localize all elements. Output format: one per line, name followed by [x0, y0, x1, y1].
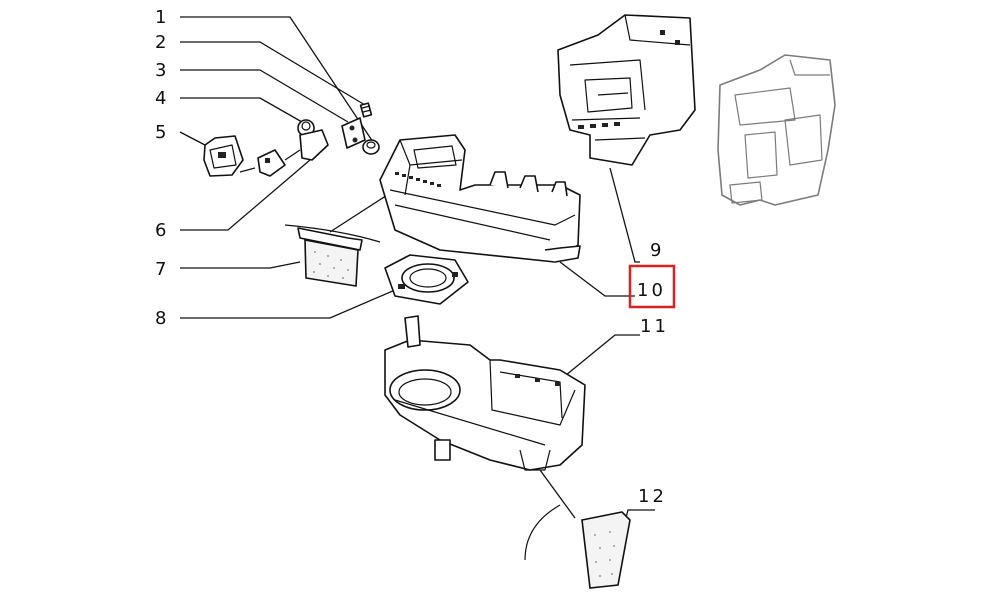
assembled-unit-illustration: [717, 54, 836, 206]
leader-line-to-filter-12: [539, 469, 576, 519]
leader-line-7: [180, 261, 301, 269]
part-11-lower-housing: [384, 315, 586, 471]
leader-line-1: [180, 16, 376, 146]
part-5-mounting-plate: [203, 135, 244, 177]
part-10-upper-housing: [379, 134, 581, 263]
part-8-fan-ring: [384, 254, 469, 305]
label-part-10: 10: [637, 280, 666, 301]
label-part-9: 9: [650, 240, 664, 261]
label-part-7: 7: [155, 259, 169, 280]
label-part-8: 8: [155, 308, 169, 329]
leader-lines: [179, 16, 655, 541]
label-part-5: 5: [155, 122, 169, 143]
part-1-screw: [359, 102, 373, 118]
label-part-6: 6: [155, 220, 169, 241]
part-6-actuator: [239, 129, 329, 177]
connector-curve: [284, 224, 381, 243]
leader-line-10: [559, 261, 635, 297]
part-12-filter-insert: [581, 511, 631, 589]
label-part-12: 12: [638, 486, 667, 507]
part-9-heater-housing: [557, 14, 696, 166]
leader-line-11: [559, 334, 640, 381]
part-7-filter-pad: [297, 227, 363, 287]
part-labels: 1 2 3 4 5 6 7 8 9 10 11 12: [155, 7, 669, 507]
leader-line-4: [180, 97, 303, 123]
label-part-11: 11: [640, 316, 669, 337]
leader-line-5: [179, 131, 206, 146]
leader-line-6: [180, 159, 311, 231]
leader-line-3: [180, 69, 349, 123]
label-part-4: 4: [155, 88, 169, 109]
part-3-bracket: [341, 117, 366, 149]
part-10-highlight-box: [628, 264, 676, 309]
leader-line-8: [180, 289, 396, 319]
label-part-2: 2: [155, 32, 169, 53]
leader-line-2: [180, 41, 366, 106]
label-part-3: 3: [155, 60, 169, 81]
leader-line-9: [609, 167, 640, 263]
part-2-clip: [362, 139, 380, 155]
label-part-1: 1: [155, 7, 169, 28]
connector-curve-bottom: [524, 504, 561, 561]
leader-line-to-filter-7: [329, 189, 396, 233]
